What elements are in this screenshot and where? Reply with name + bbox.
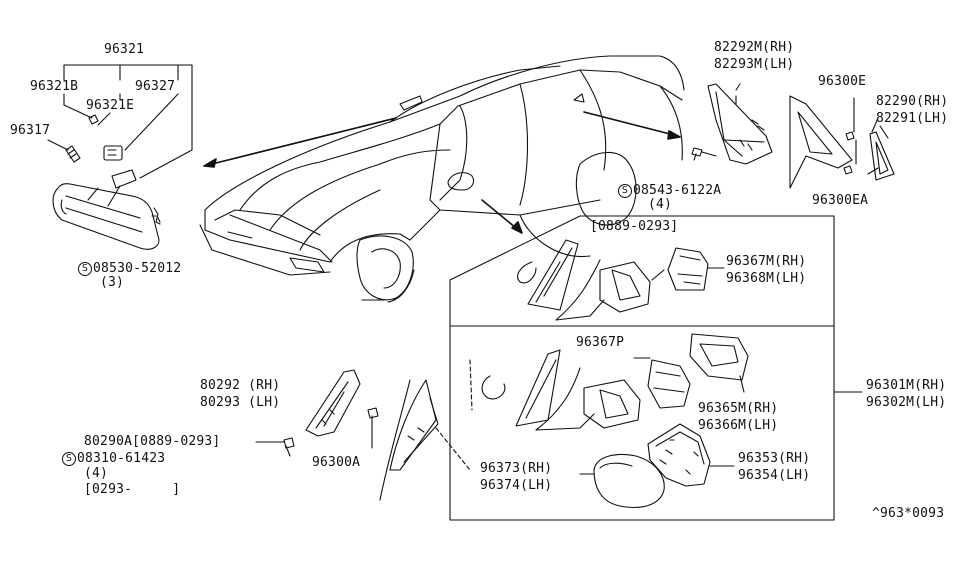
- label-qty-3: (3): [100, 275, 125, 290]
- corner-finisher-lower: [255, 369, 471, 501]
- label-96354: 96354(LH): [738, 468, 811, 483]
- rearview-mirror: [52, 114, 161, 250]
- label-96365m: 96365M(RH): [698, 401, 779, 416]
- figure-code: ^963*0093: [872, 506, 945, 521]
- car-body: [199, 55, 685, 303]
- label-80292: 80292 (RH): [200, 378, 281, 393]
- label-96321b: 96321B: [30, 79, 79, 94]
- label-96300ea: 96300EA: [812, 193, 869, 208]
- label-82292m: 82292M(RH): [714, 40, 795, 55]
- label-96327: 96327: [135, 79, 176, 94]
- label-96300a: 96300A: [312, 455, 361, 470]
- screw-symbol-icon: S: [78, 261, 92, 276]
- label-82291: 82291(LH): [876, 111, 949, 126]
- label-date-range: [0889-0293]: [590, 219, 679, 234]
- label-96300e: 96300E: [818, 74, 867, 89]
- detail-box: [449, 215, 863, 521]
- label-96302m: 96302M(LH): [866, 395, 947, 410]
- label-96321: 96321: [104, 42, 145, 57]
- label-96317: 96317: [10, 123, 51, 138]
- label-82293m: 82293M(LH): [714, 57, 795, 72]
- label-96367p: 96367P: [576, 335, 625, 350]
- label-96353: 96353(RH): [738, 451, 811, 466]
- screw-symbol-icon: S: [62, 451, 76, 466]
- label-96368m: 96368M(LH): [726, 271, 807, 286]
- label-96321e: 96321E: [86, 98, 135, 113]
- label-80293: 80293 (LH): [200, 395, 281, 410]
- door-mirror-lower: [469, 333, 749, 508]
- label-96374: 96374(LH): [480, 478, 553, 493]
- corner-trim-right: [789, 95, 895, 189]
- label-qty-4a: (4): [648, 197, 673, 212]
- label-80290a: 80290A[0889-0293]: [84, 434, 221, 449]
- callout-tree-96321: [47, 64, 193, 179]
- door-mirror-upper: [517, 239, 725, 321]
- label-96301m: 96301M(RH): [866, 378, 947, 393]
- label-96366m: 96366M(LH): [698, 418, 779, 433]
- label-96367m: 96367M(RH): [726, 254, 807, 269]
- label-96373: 96373(RH): [480, 461, 553, 476]
- screw-symbol-icon: S: [618, 183, 632, 198]
- label-qty-4b: (4): [84, 466, 109, 481]
- corner-finisher-upper: [691, 83, 773, 165]
- label-82290: 82290(RH): [876, 94, 949, 109]
- leader-arrows: [203, 111, 681, 234]
- label-date-0293: [0293- ]: [84, 482, 181, 497]
